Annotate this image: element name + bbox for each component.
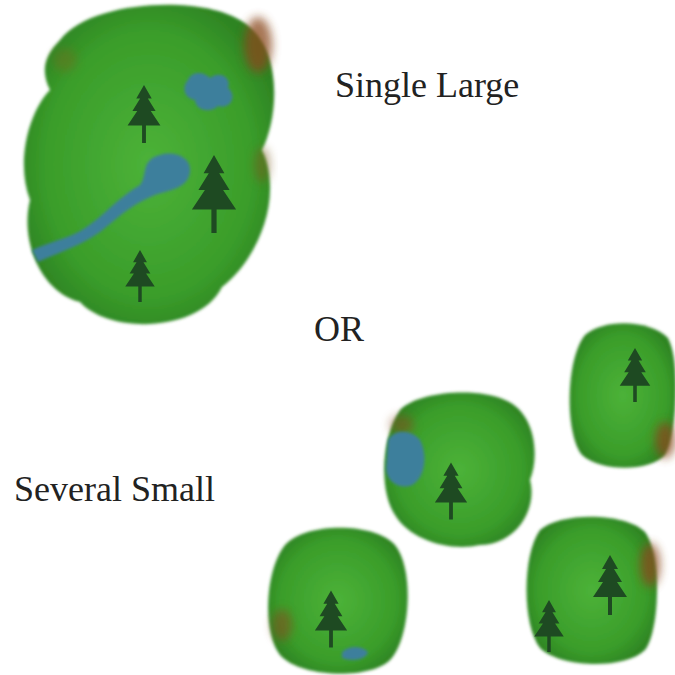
option-label: Several Small: [14, 470, 215, 510]
connective-label: OR: [314, 310, 364, 350]
large-reserve: [24, 5, 274, 324]
small-reserve: [570, 323, 675, 467]
small-reserve: [268, 528, 408, 674]
option-label: Single Large: [335, 66, 519, 106]
small-reserve: [527, 517, 661, 664]
small-reserve: [384, 393, 535, 547]
